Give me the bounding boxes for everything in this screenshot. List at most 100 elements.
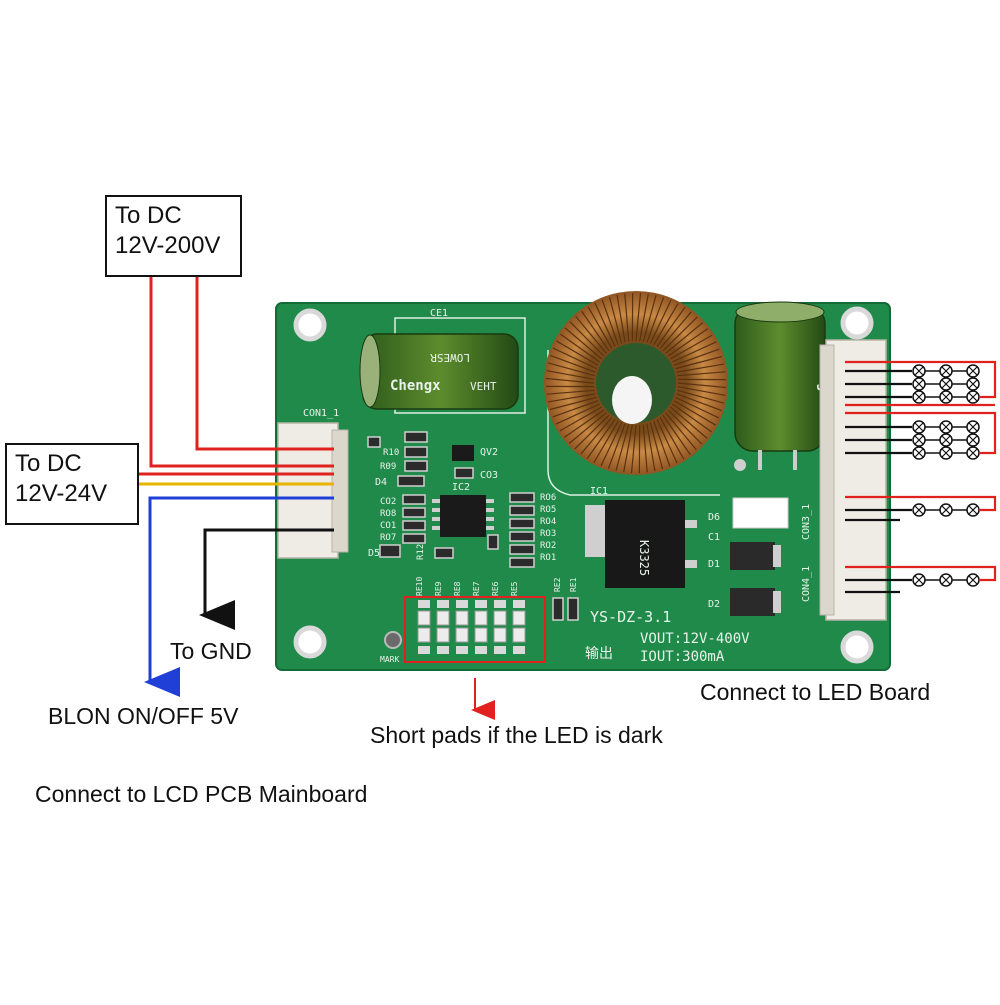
con3-label: CON3_1 [801,504,812,540]
led-board-label: Connect to LED Board [700,679,930,705]
smd-part [368,437,380,447]
lcd-mainboard-label: Connect to LCD PCB Mainboard [35,781,367,807]
d5-label: D5 [368,548,380,559]
board-vout: VOUT:12V-400V [640,631,750,647]
dc-high-line1: To DC [115,201,232,231]
smd-part [403,534,425,543]
solder-pad [456,600,468,608]
board-output-cn: 输出 [585,646,613,662]
d1-label: D1 [708,559,720,570]
smd-part [403,495,425,504]
capacitor-ce1: LOWESR Chengx VEHT [360,334,518,409]
smd-part [403,508,425,517]
smd-part [510,558,534,567]
pad-ref-label: RE9 [434,581,443,596]
mounting-hole [296,628,324,656]
smd-part [380,545,400,557]
ref-label: CO2 [380,497,396,507]
solder-pad [494,611,506,625]
ic2-chip [432,495,494,537]
ic2-label: IC2 [452,482,470,493]
pad-ref-label: RE8 [453,581,462,596]
solder-pad [418,600,430,608]
solder-pad [494,628,506,642]
dc-low-voltage-box: To DC 12V-24V [5,443,139,525]
mark-hole [385,632,401,648]
smd-part [403,521,425,530]
cap-text: LOWESR [430,351,470,364]
solder-pad [418,611,430,625]
blon-label: BLON ON/OFF 5V [48,703,238,729]
pad-ref-label: RE6 [491,581,500,596]
capacitor-right: Chengx [734,302,831,471]
smd-part [510,545,534,554]
solder-pad [437,628,449,642]
diodes [730,498,788,616]
smd-part [405,447,427,457]
solder-pad [494,600,506,608]
co3-label: CO3 [480,470,498,481]
ref-label: RO3 [540,529,556,539]
mounting-hole [843,309,871,337]
smd-part [405,432,427,442]
smd-part [435,548,453,558]
ref-label: RO8 [380,509,396,519]
ref-label: CO1 [380,521,396,531]
solder-pad [494,646,506,654]
ref-label: RO4 [540,517,556,527]
board-model: YS-DZ-3.1 [590,608,671,626]
connector-right [820,340,886,620]
cap-text: VEHT [470,380,497,393]
ic1-label: IC1 [590,486,608,497]
ref-label: RO2 [540,541,556,551]
smd-part [455,468,473,478]
ref-label: R10 [383,448,399,458]
solder-pad [513,611,525,625]
smd-part [398,476,424,486]
solder-pad [437,646,449,654]
con4-label: CON4_1 [801,566,812,602]
smd-part [488,535,498,549]
solder-pad [513,646,525,654]
dc-high-line2: 12V-200V [115,231,232,261]
ref-label: RE1 [569,577,578,592]
qv2-label: QV2 [480,447,498,458]
smd-part [510,493,534,502]
mounting-hole [296,311,324,339]
mounting-hole [843,633,871,661]
dc-low-line1: To DC [15,449,129,479]
solder-pad [437,600,449,608]
solder-pad [513,628,525,642]
smd-part [405,461,427,471]
ref-label: RO7 [380,533,396,543]
qv2-transistor [452,445,474,461]
solder-pad [475,611,487,625]
short-pads-label: Short pads if the LED is dark [370,722,663,748]
mark-label: MARK [380,655,399,664]
solder-pad [456,611,468,625]
con1-label: CON1_1 [303,408,339,419]
c1-label: C1 [708,532,720,543]
smd-part [510,519,534,528]
solder-pad [418,628,430,642]
dc-high-voltage-box: To DC 12V-200V [105,195,242,277]
d2-label: D2 [708,599,720,610]
gnd-label: To GND [170,638,252,664]
solder-pad [475,628,487,642]
solder-pad [475,646,487,654]
solder-pad [418,646,430,654]
ref-label: R09 [380,462,396,472]
toroid-inductor [544,291,728,475]
solder-pad [456,628,468,642]
pad-ref-label: RE5 [510,581,519,596]
dc-low-line2: 12V-24V [15,479,129,509]
smd-part [510,532,534,541]
cap-brand: Chengx [390,378,441,394]
solder-pad [513,600,525,608]
smd-part [553,598,563,620]
pad-ref-label: RE10 [415,577,424,596]
mosfet-marking: K3325 [637,540,651,576]
smd-part [568,598,578,620]
